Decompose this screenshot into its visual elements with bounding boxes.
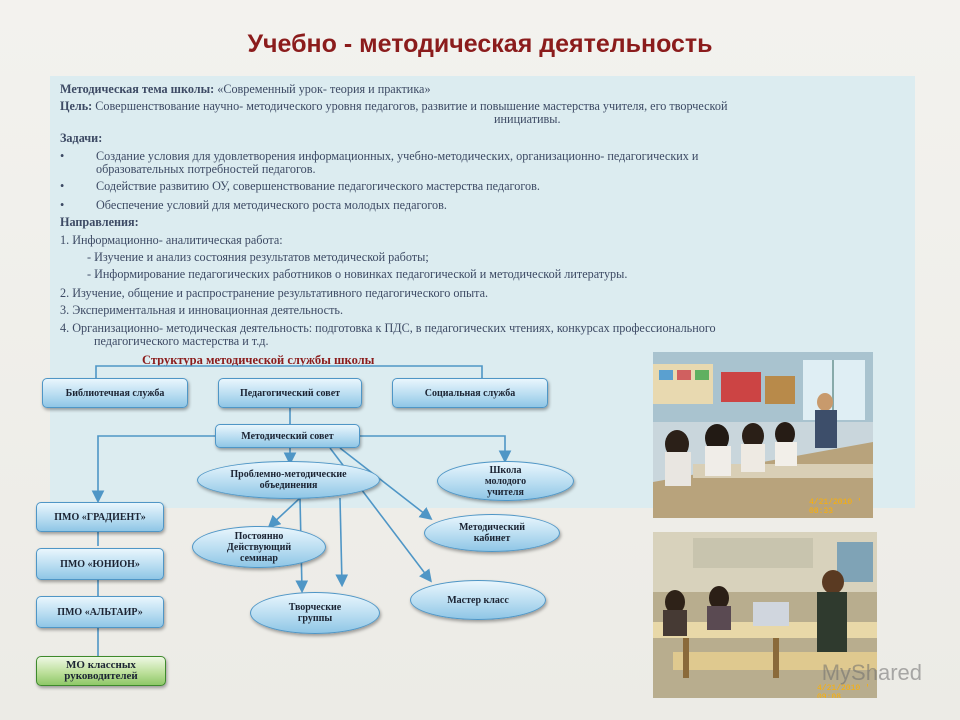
connector-line bbox=[95, 365, 483, 378]
goal-text: Совершенствование научно- методического … bbox=[92, 99, 728, 113]
young-teacher-school-node[interactable]: Школа молодого учителя bbox=[437, 461, 574, 501]
direction-item: 1. Информационно- аналитическая работа: bbox=[60, 233, 283, 247]
classroom-photo-1: 4/21/2010 ' 08:33 bbox=[653, 352, 873, 518]
task-text: Содействие развитию ОУ, совершенствовани… bbox=[96, 179, 540, 193]
pmo-altair-node[interactable]: ПМО «АЛЬТАИР» bbox=[36, 596, 164, 628]
pedagogical-council-node[interactable]: Педагогический совет bbox=[218, 378, 362, 408]
goal-text-cont: инициативы. bbox=[494, 112, 561, 126]
photo-timestamp: 4/21/2010 ' 09:08 bbox=[817, 684, 870, 698]
direction-item-cont: педагогического мастерства и т.д. bbox=[94, 334, 269, 348]
direction-item: 3. Экспериментальная и инновационная дея… bbox=[60, 303, 343, 317]
classroom-photo-2-image bbox=[653, 532, 877, 698]
goal-label: Цель: bbox=[60, 99, 93, 113]
directions-label: Направления: bbox=[60, 215, 139, 229]
bullet-icon: • bbox=[60, 198, 65, 212]
task-text-cont: образовательных потребностей педагогов. bbox=[96, 162, 316, 176]
creative-groups-node[interactable]: Творческие группы bbox=[250, 592, 380, 634]
class-teachers-mo-node[interactable]: МО классных руководителей bbox=[36, 656, 166, 686]
pmo-gradient-node[interactable]: ПМО «ГРАДИЕНТ» bbox=[36, 502, 164, 532]
methodical-cabinet-node[interactable]: Методический кабинет bbox=[424, 514, 560, 552]
pmo-union-node[interactable]: ПМО «ЮНИОН» bbox=[36, 548, 164, 580]
connector-arrow bbox=[339, 447, 433, 520]
classroom-photo-1-image bbox=[653, 352, 873, 518]
connector-arrow bbox=[91, 435, 215, 504]
bullet-icon: • bbox=[60, 179, 65, 193]
library-service-node[interactable]: Библиотечная служба bbox=[42, 378, 188, 408]
connector-arrow bbox=[360, 435, 512, 464]
social-service-node[interactable]: Социальная служба bbox=[392, 378, 548, 408]
direction-subitem: - Изучение и анализ состояния результато… bbox=[87, 250, 429, 264]
tasks-label: Задачи: bbox=[60, 131, 103, 145]
master-class-node[interactable]: Мастер класс bbox=[410, 580, 546, 620]
permanent-seminar-node[interactable]: Постоянно Действующий семинар bbox=[192, 526, 326, 568]
problem-associations-node[interactable]: Проблемно-методические объединения bbox=[197, 461, 380, 499]
structure-title: Структура методической службы школы bbox=[142, 353, 375, 367]
direction-item: 4. Организационно- методическая деятельн… bbox=[60, 321, 716, 335]
watermark: MyShared bbox=[821, 660, 922, 685]
photo-timestamp: 4/21/2010 ' 08:33 bbox=[809, 498, 862, 516]
goal-line: Цель: Совершенствование научно- методиче… bbox=[60, 99, 728, 114]
connector-arrow bbox=[267, 497, 301, 529]
slide-title: Учебно - методическая деятельность bbox=[247, 30, 713, 58]
theme-line: Методическая тема школы: «Современный ур… bbox=[60, 82, 431, 97]
theme-value: «Современный урок- теория и практика» bbox=[214, 82, 431, 96]
direction-item: 2. Изучение, общение и распространение р… bbox=[60, 286, 489, 300]
connector-arrow bbox=[335, 497, 349, 588]
task-text: Создание условия для удовлетворения инфо… bbox=[96, 149, 699, 163]
classroom-photo-2: 4/21/2010 ' 09:08 bbox=[653, 532, 877, 698]
methodical-council-node[interactable]: Методический совет bbox=[215, 424, 360, 448]
bullet-icon: • bbox=[60, 149, 65, 163]
direction-subitem: - Информирование педагогических работник… bbox=[87, 267, 628, 281]
task-text: Обеспечение условий для методического ро… bbox=[96, 198, 447, 212]
theme-label: Методическая тема школы: bbox=[60, 82, 215, 96]
